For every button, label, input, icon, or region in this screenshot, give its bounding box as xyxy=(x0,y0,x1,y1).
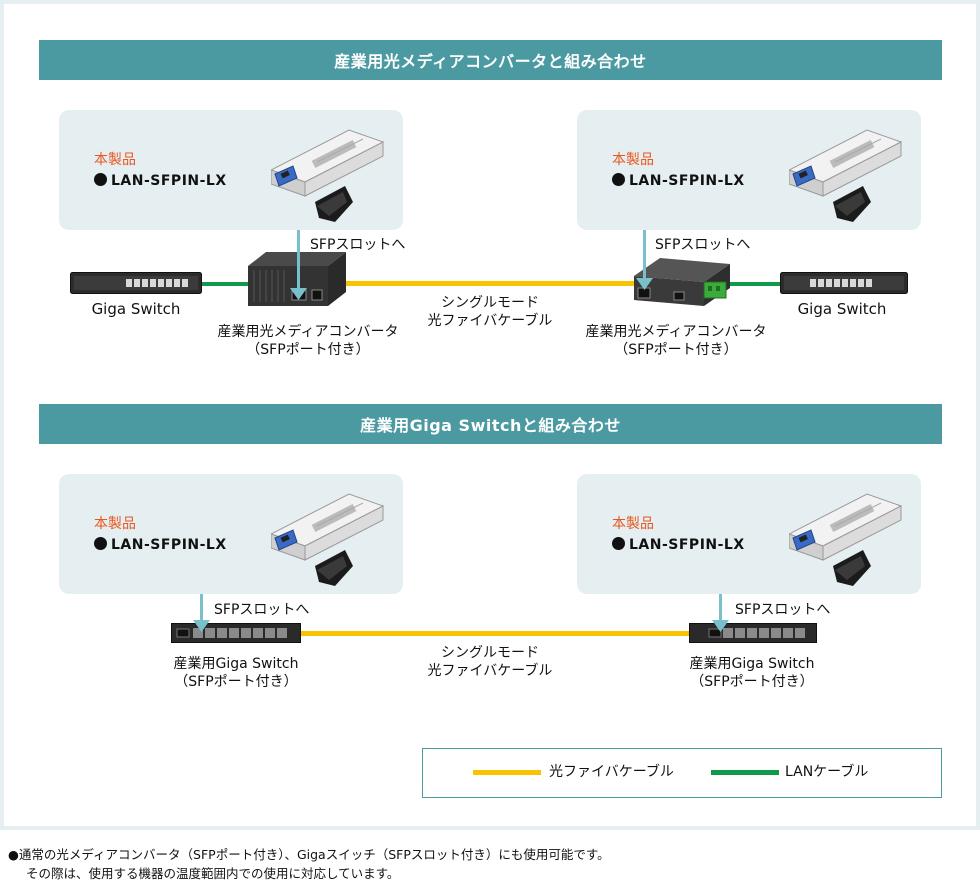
product-model-text: LAN-SFPIN-LX xyxy=(111,173,227,189)
arrow-down-icon xyxy=(193,620,210,632)
product-model: LAN-SFPIN-LX xyxy=(94,173,227,189)
industrial-switch-left-icon xyxy=(171,623,301,643)
product-label: 本製品 xyxy=(612,516,654,532)
arrow-to-sfp-slot-right xyxy=(719,594,722,622)
bullet-dot xyxy=(94,173,107,186)
arrow-down-icon xyxy=(712,620,729,632)
footnote-line1: ●通常の光メディアコンバータ（SFPポート付き）、Gigaスイッチ（SFPスロッ… xyxy=(8,847,610,862)
arrow-to-sfp-slot-left xyxy=(200,594,203,622)
fiber-cable-label-line2: 光ファイバケーブル xyxy=(427,663,553,679)
product-model: LAN-SFPIN-LX xyxy=(612,537,745,553)
arrow-to-sfp-slot-right xyxy=(643,230,646,280)
arrow-down-icon xyxy=(290,288,307,300)
product-model-text: LAN-SFPIN-LX xyxy=(111,537,227,553)
bullet-dot xyxy=(612,537,625,550)
footnotes: ●通常の光メディアコンバータ（SFPポート付き）、Gigaスイッチ（SFPスロッ… xyxy=(8,845,610,883)
media-converter-right-icon xyxy=(634,258,730,306)
sfp-module-image xyxy=(789,129,903,222)
bullet-dot xyxy=(94,537,107,550)
legend-lan-label: LANケーブル xyxy=(785,764,869,780)
switch-right-label-line2: （SFPポート付き） xyxy=(690,674,814,690)
giga-switch-left-icon xyxy=(70,272,202,294)
sfp-slot-label-left: SFPスロットへ xyxy=(310,237,406,253)
product-label: 本製品 xyxy=(94,516,136,532)
giga-switch-right-label: Giga Switch xyxy=(797,300,887,318)
sfp-slot-label-left: SFPスロットへ xyxy=(214,602,310,618)
giga-switch-left-label: Giga Switch xyxy=(91,300,181,318)
section1-title: 産業用光メディアコンバータと組み合わせ xyxy=(39,40,942,80)
fiber-cable-label-line2: 光ファイバケーブル xyxy=(427,313,553,329)
footnote-line2: その際は、使用する機器の温度範囲内での使用に対応しています。 xyxy=(26,866,400,881)
switch-left-label-line2: （SFPポート付き） xyxy=(174,674,298,690)
converter-right-label-line1: 産業用光メディアコンバータ xyxy=(585,324,767,340)
sfp-module-image xyxy=(789,493,903,586)
lan-cable-right xyxy=(728,282,784,286)
lan-cable-left xyxy=(200,282,260,286)
product-model: LAN-SFPIN-LX xyxy=(612,173,745,189)
product-model: LAN-SFPIN-LX xyxy=(94,537,227,553)
converter-left-label-line2: （SFPポート付き） xyxy=(246,342,370,358)
fiber-cable-label-line1: シングルモード xyxy=(441,295,539,311)
legend-fiber-swatch xyxy=(473,770,541,775)
arrow-to-sfp-slot-left xyxy=(297,230,300,290)
sfp-module-image xyxy=(271,129,385,222)
legend-fiber-label: 光ファイバケーブル xyxy=(549,764,674,780)
converter-right-label-line2: （SFPポート付き） xyxy=(614,342,738,358)
product-label: 本製品 xyxy=(94,152,136,168)
fiber-cable-label-line1: シングルモード xyxy=(441,645,539,661)
section2-right-product-card: 本製品 LAN-SFPIN-LX xyxy=(577,474,921,594)
sfp-slot-label-right: SFPスロットへ xyxy=(655,237,751,253)
fiber-cable-section2 xyxy=(300,631,692,636)
cable-legend: 光ファイバケーブル LANケーブル xyxy=(422,748,942,798)
bullet-dot xyxy=(612,173,625,186)
section2-left-product-card: 本製品 LAN-SFPIN-LX xyxy=(59,474,403,594)
industrial-switch-right-icon xyxy=(689,623,817,643)
switch-left-label-line1: 産業用Giga Switch xyxy=(173,656,299,672)
giga-switch-right-icon xyxy=(780,272,908,294)
switch-right-label-line1: 産業用Giga Switch xyxy=(689,656,815,672)
sfp-module-image xyxy=(271,493,385,586)
product-model-text: LAN-SFPIN-LX xyxy=(629,537,745,553)
sfp-slot-label-right: SFPスロットへ xyxy=(735,602,831,618)
section1-right-product-card: 本製品 LAN-SFPIN-LX xyxy=(577,110,921,230)
fiber-cable-section1 xyxy=(340,281,640,286)
converter-left-label-line1: 産業用光メディアコンバータ xyxy=(217,324,399,340)
arrow-down-icon xyxy=(636,278,653,290)
section2-title: 産業用Giga Switchと組み合わせ xyxy=(39,404,942,444)
product-model-text: LAN-SFPIN-LX xyxy=(629,173,745,189)
product-label: 本製品 xyxy=(612,152,654,168)
section1-left-product-card: 本製品 LAN-SFPIN-LX xyxy=(59,110,403,230)
legend-lan-swatch xyxy=(711,770,779,775)
